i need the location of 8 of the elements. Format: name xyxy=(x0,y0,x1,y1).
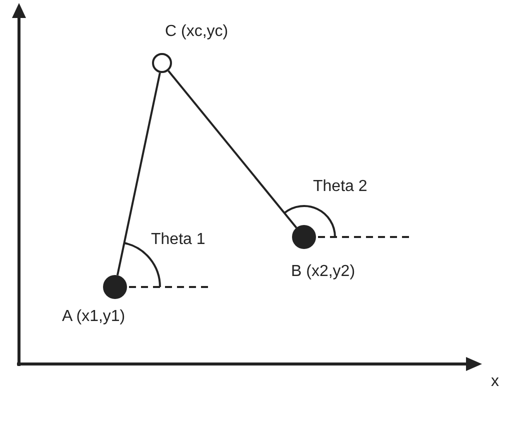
link-line xyxy=(168,70,298,228)
angle-label: Theta 2 xyxy=(313,179,368,195)
point-label: A (x1,y1) xyxy=(62,309,126,325)
axis-label: x xyxy=(491,374,499,390)
link-line xyxy=(116,72,161,276)
angle-label: Theta 1 xyxy=(151,232,206,248)
point-label: C (xc,yc) xyxy=(165,24,228,40)
point-label: B (x2,y2) xyxy=(291,264,356,280)
